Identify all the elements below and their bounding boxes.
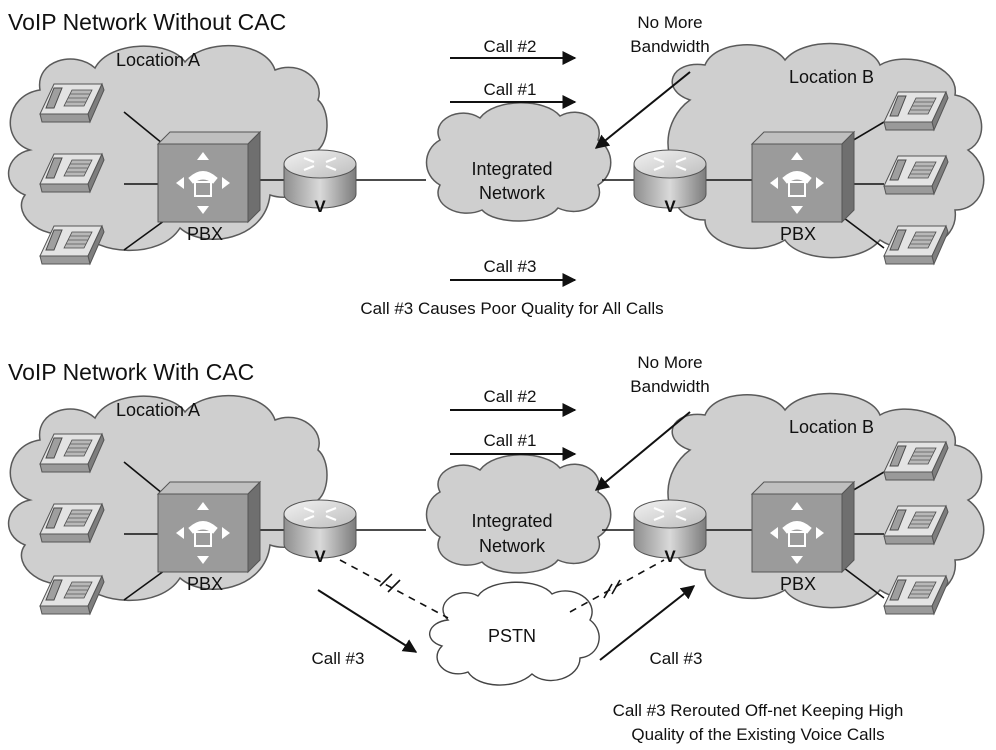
bottom-dashed-break-b-1 [603, 583, 613, 599]
bottom-dashed-break-b-2 [611, 579, 621, 595]
bottom-network-label-2: Network [479, 536, 546, 556]
top-link-phone-b3 [839, 214, 885, 249]
top-router-b-label: V [664, 197, 676, 216]
bottom-call-3-right-label: Call #3 [650, 649, 703, 668]
bottom-title: VoIP Network With CAC [8, 359, 254, 385]
bottom-call-1-label: Call #1 [484, 431, 537, 450]
top-integrated-network-cloud [425, 102, 612, 222]
bottom-dashed-link-a-pstn [339, 559, 449, 619]
bottom-location-a-label: Location A [116, 400, 200, 420]
bottom-pbx-b-icon [751, 481, 855, 573]
bottom-dashed-break-a-1 [379, 573, 393, 587]
bottom-pbx-a-label: PBX [187, 574, 223, 594]
bottom-router-a-label: V [314, 547, 326, 566]
top-call-1-label: Call #1 [484, 80, 537, 99]
top-note-line-2: Bandwidth [630, 37, 709, 56]
bottom-network-label-1: Integrated [471, 511, 552, 531]
top-pbx-a-icon [157, 131, 261, 223]
top-location-b-label: Location B [789, 67, 874, 87]
bottom-link-phone-b3 [839, 564, 885, 599]
bottom-call-3-left-label: Call #3 [312, 649, 365, 668]
bottom-note-arrow [594, 411, 691, 491]
top-location-a-label: Location A [116, 50, 200, 70]
top-call-2-label: Call #2 [484, 37, 537, 56]
bottom-pbx-a-icon [157, 481, 261, 573]
bottom-note-line-2: Bandwidth [630, 377, 709, 396]
bottom-note-line-1: No More [637, 353, 702, 372]
bottom-caption-line-1: Call #3 Rerouted Off-net Keeping High [613, 701, 904, 720]
bottom-pstn-cloud [429, 581, 600, 686]
bottom-link-phone-a3 [123, 567, 169, 601]
top-pbx-b-label: PBX [780, 224, 816, 244]
top-note-line-1: No More [637, 13, 702, 32]
bottom-call-2-label: Call #2 [484, 387, 537, 406]
top-note-arrow [594, 71, 691, 149]
top-pbx-a-label: PBX [187, 224, 223, 244]
bottom-dashed-break-a-2 [387, 579, 401, 593]
top-pbx-b-icon [751, 131, 855, 223]
bottom-integrated-network-cloud [425, 454, 612, 574]
top-call-3-label: Call #3 [484, 257, 537, 276]
bottom-location-b-label: Location B [789, 417, 874, 437]
bottom-pstn-label: PSTN [488, 626, 536, 646]
bottom-call-3-arrow-pstn-b [599, 585, 696, 661]
top-caption: Call #3 Causes Poor Quality for All Call… [360, 299, 663, 318]
top-network-label-1: Integrated [471, 159, 552, 179]
bottom-call-3-arrow-a-pstn [317, 589, 418, 653]
top-router-a-label: V [314, 197, 326, 216]
top-link-phone-a3 [123, 217, 169, 251]
top-network-label-2: Network [479, 183, 546, 203]
top-title: VoIP Network Without CAC [8, 9, 286, 35]
bottom-router-b-label: V [664, 547, 676, 566]
bottom-caption-line-2: Quality of the Existing Voice Calls [631, 725, 884, 744]
bottom-pbx-b-label: PBX [780, 574, 816, 594]
